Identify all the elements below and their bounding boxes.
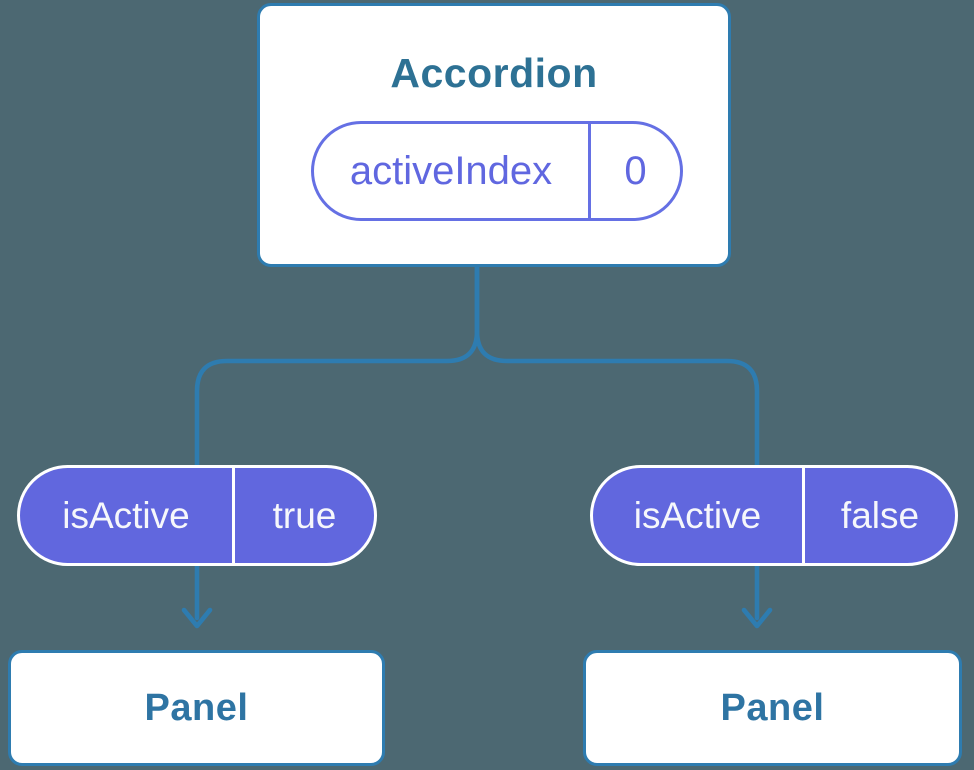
panel-label: Panel bbox=[144, 686, 249, 729]
panel-node-right: Panel bbox=[583, 650, 962, 766]
prop-value: true bbox=[272, 494, 337, 536]
prop-name: isActive bbox=[593, 468, 805, 563]
state-name: activeIndex bbox=[314, 124, 591, 218]
prop-pill-isactive-true: isActive true bbox=[17, 465, 377, 566]
state-value: 0 bbox=[624, 148, 647, 193]
connector-right-branch bbox=[474, 263, 760, 621]
connector-left-branch bbox=[194, 263, 480, 621]
arrow-down-left-icon bbox=[181, 607, 213, 629]
panel-node-left: Panel bbox=[8, 650, 385, 766]
accordion-title: Accordion bbox=[390, 50, 598, 96]
prop-pill-isactive-false: isActive false bbox=[590, 465, 958, 566]
panel-label: Panel bbox=[720, 686, 825, 729]
prop-value: false bbox=[840, 494, 920, 536]
accordion-node: Accordion activeIndex 0 bbox=[257, 3, 731, 267]
arrow-down-right-icon bbox=[741, 607, 773, 629]
prop-name: isActive bbox=[20, 468, 235, 563]
state-pill-activeindex: activeIndex 0 bbox=[311, 121, 683, 221]
